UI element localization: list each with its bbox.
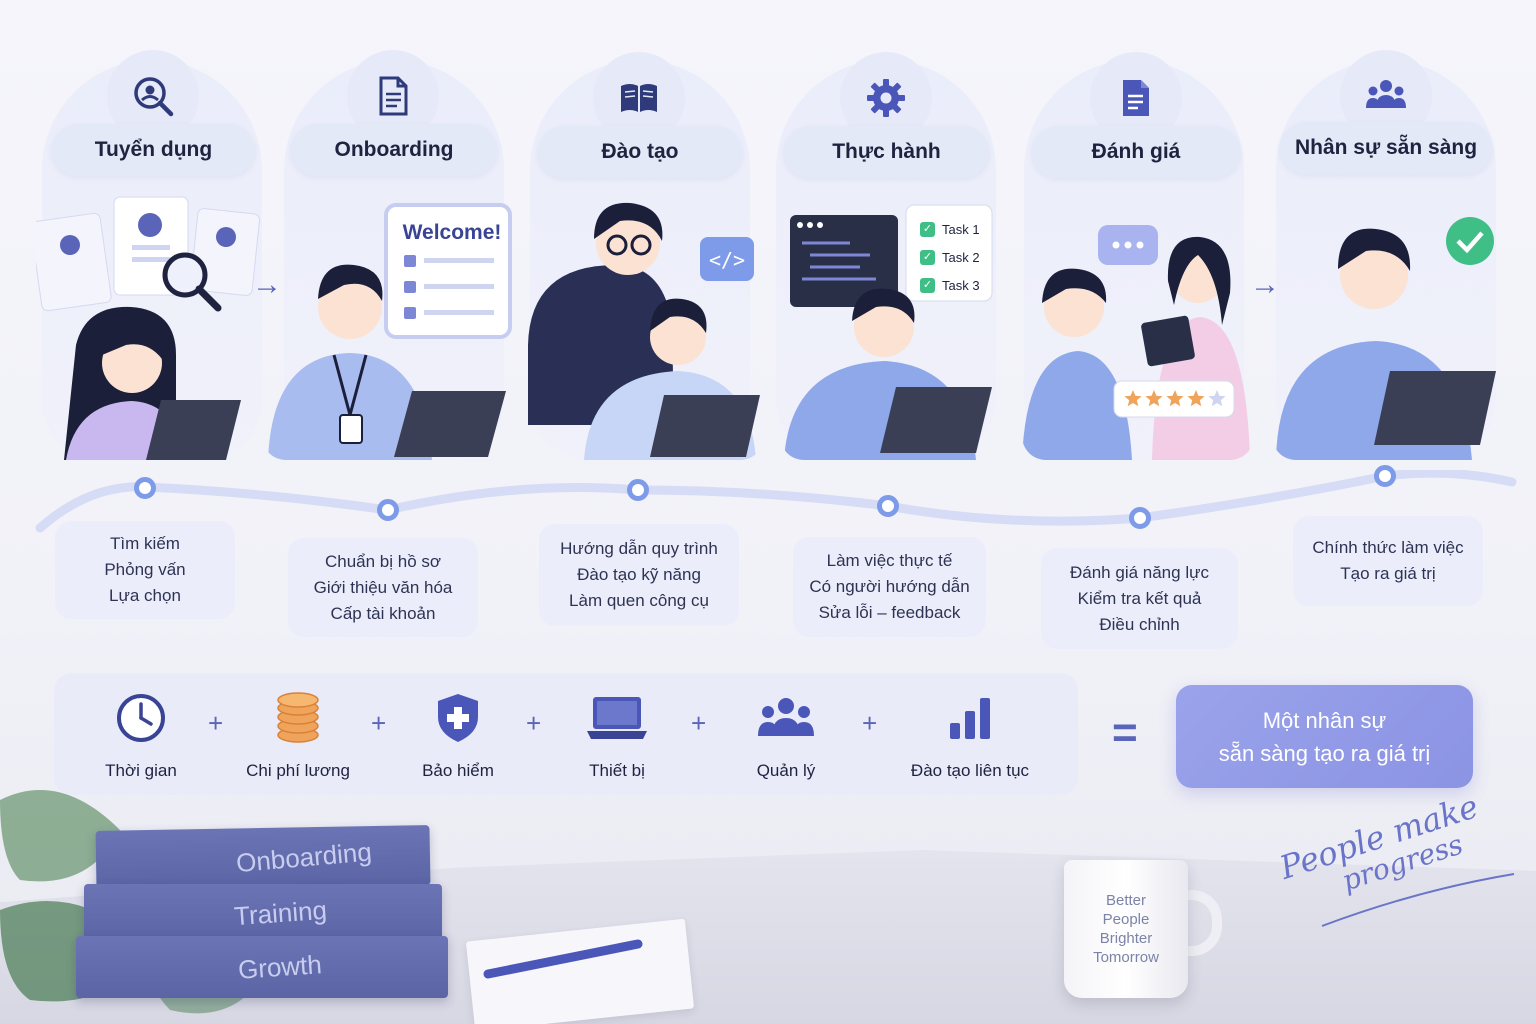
svg-text:</>: </> bbox=[709, 248, 745, 272]
plus-operator: + bbox=[371, 708, 387, 738]
report-icon bbox=[1123, 80, 1149, 116]
formula-item-quan-ly: Quản lý bbox=[736, 673, 836, 795]
team-icon bbox=[1366, 80, 1406, 108]
gear-icon bbox=[867, 79, 905, 117]
formula-item-chi-phi-luong: Chi phí lương bbox=[238, 673, 358, 795]
scene-practice: ✓ Task 1 ✓ Task 2 ✓ Task 3 bbox=[780, 195, 1000, 460]
stage-title-danh-gia: Đánh giá bbox=[1032, 126, 1240, 178]
formula-item-bao-hiem: Bảo hiểm bbox=[408, 673, 508, 795]
timeline-dot bbox=[877, 495, 899, 517]
stage-title-dao-tao: Đào tạo bbox=[538, 126, 742, 178]
people-group-icon bbox=[758, 698, 814, 736]
plus-operator: + bbox=[691, 708, 707, 738]
plus-operator: + bbox=[862, 708, 878, 738]
timeline-wave bbox=[35, 470, 1517, 533]
formula-item-thoi-gian: Thời gian bbox=[91, 673, 191, 795]
scene-recruiting bbox=[36, 195, 266, 460]
task-item: ✓ Task 1 bbox=[920, 215, 990, 243]
arrow-right-icon: → bbox=[252, 268, 282, 301]
arrow-right-icon: → bbox=[1250, 268, 1280, 301]
check-icon: ✓ bbox=[920, 249, 935, 265]
star-icon bbox=[1166, 390, 1184, 407]
book-training: Training bbox=[84, 884, 442, 942]
timeline-dot bbox=[1374, 465, 1396, 487]
stage-details-5: Đánh giá năng lực Kiểm tra kết quả Điều … bbox=[1041, 548, 1238, 649]
star-icon bbox=[1124, 390, 1142, 407]
book-growth: Growth bbox=[76, 936, 448, 998]
scene-evaluation bbox=[1022, 195, 1254, 460]
stage-title-nhan-su-san-sang: Nhân sự sẵn sàng bbox=[1280, 122, 1492, 174]
star-icon bbox=[1145, 390, 1163, 407]
star-icon bbox=[1187, 390, 1205, 407]
coins-icon bbox=[277, 692, 319, 743]
formula-item-dao-tao-lien-tuc: Đào tạo liên tục bbox=[905, 673, 1035, 795]
mug-handle bbox=[1176, 890, 1222, 956]
welcome-card-text: Welcome! bbox=[402, 221, 502, 244]
plus-operator: + bbox=[208, 708, 224, 738]
shield-plus-icon bbox=[438, 694, 478, 742]
stage-details-6: Chính thức làm việc Tạo ra giá trị bbox=[1293, 516, 1483, 606]
task-item: ✓ Task 3 bbox=[920, 271, 990, 299]
cost-formula-bar bbox=[54, 673, 1078, 795]
result-card: Một nhân sự sẵn sàng tạo ra giá trị bbox=[1176, 685, 1473, 788]
timeline-dot bbox=[377, 499, 399, 521]
timeline-dot bbox=[627, 479, 649, 501]
check-icon: ✓ bbox=[920, 221, 935, 237]
stage-details-2: Chuẩn bị hồ sơ Giới thiệu văn hóa Cấp tà… bbox=[288, 538, 478, 637]
check-icon: ✓ bbox=[920, 277, 935, 293]
timeline-dot bbox=[134, 477, 156, 499]
timeline-dot bbox=[1129, 507, 1151, 529]
scene-training: </> bbox=[524, 195, 764, 460]
stage-details-1: Tìm kiếm Phỏng vấn Lựa chọn bbox=[55, 521, 235, 619]
scene-onboarding: Welcome! bbox=[262, 195, 517, 460]
task-item: ✓ Task 2 bbox=[920, 243, 990, 271]
plus-operator: + bbox=[526, 708, 542, 738]
formula-item-thiet-bi: Thiết bị bbox=[567, 673, 667, 795]
bar-chart-icon bbox=[950, 698, 990, 739]
scene-ready bbox=[1272, 195, 1502, 460]
stage-details-3: Hướng dẫn quy trình Đào tạo kỹ năng Làm … bbox=[539, 524, 739, 626]
equals-operator: = bbox=[1112, 708, 1138, 757]
star-icon bbox=[1208, 390, 1226, 407]
signature-swoosh bbox=[1321, 873, 1515, 927]
star-rating bbox=[1122, 385, 1230, 413]
signature-tagline: People make progress bbox=[1268, 787, 1518, 927]
laptop-icon bbox=[587, 697, 647, 739]
stage-details-4: Làm việc thực tế Có người hướng dẫn Sửa … bbox=[793, 537, 986, 637]
open-book-icon bbox=[621, 84, 657, 112]
document-icon bbox=[379, 76, 408, 116]
clock-icon bbox=[117, 694, 165, 742]
book-onboarding: Onboarding bbox=[95, 825, 431, 891]
stage-title-onboarding: Onboarding bbox=[291, 124, 497, 176]
task-checklist: ✓ Task 1 ✓ Task 2 ✓ Task 3 bbox=[920, 215, 990, 299]
stage-title-tuyen-dung: Tuyển dụng bbox=[52, 124, 255, 176]
search-person-icon bbox=[134, 77, 174, 117]
coffee-mug: Better People Brighter Tomorrow bbox=[1064, 860, 1188, 998]
stage-title-thuc-hanh: Thực hành bbox=[784, 126, 989, 178]
pen-icon bbox=[483, 939, 643, 979]
